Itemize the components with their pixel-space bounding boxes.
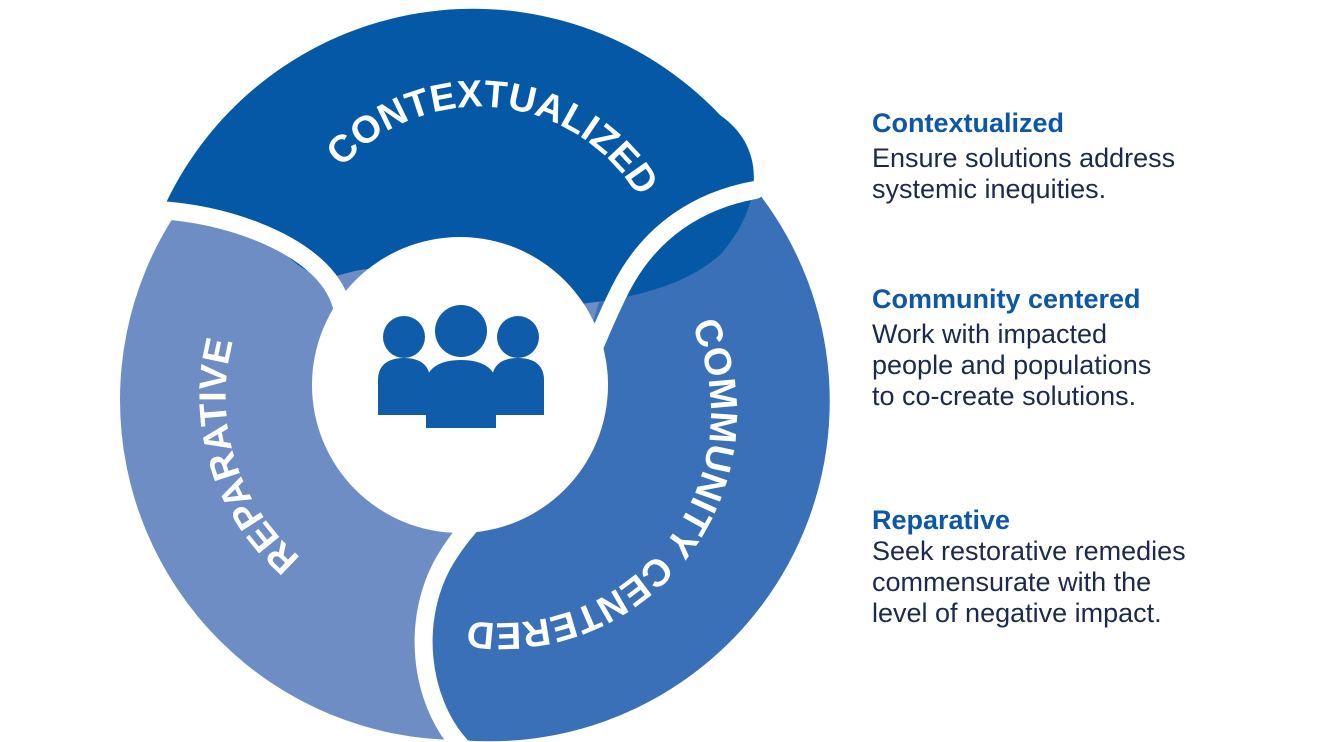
segment-community-centered [422, 193, 830, 742]
legend-community-centered: Community centered Work with impacted pe… [872, 284, 1312, 412]
legend-contextualized: Contextualized Ensure solutions address … [872, 108, 1312, 205]
people-group-icon [378, 305, 544, 428]
legend-title-reparative: Reparative [872, 505, 1011, 535]
legend-title-contextualized: Contextualized [872, 108, 1065, 138]
cycle-diagram: CONTEXTUALIZED COMMUNITY CENTERED REPARA… [120, 8, 830, 742]
legend-desc-community-centered: Work with impacted people and population… [872, 319, 1152, 411]
legend-desc-contextualized: Ensure solutions address systemic inequi… [872, 143, 1176, 204]
legend-reparative: Reparative Seek restorative remedies com… [872, 505, 1312, 629]
legend-desc-reparative: Seek restorative remedies commensurate w… [872, 536, 1186, 628]
legend-title-community-centered: Community centered [872, 284, 1141, 314]
segment-contextualized [165, 8, 754, 318]
